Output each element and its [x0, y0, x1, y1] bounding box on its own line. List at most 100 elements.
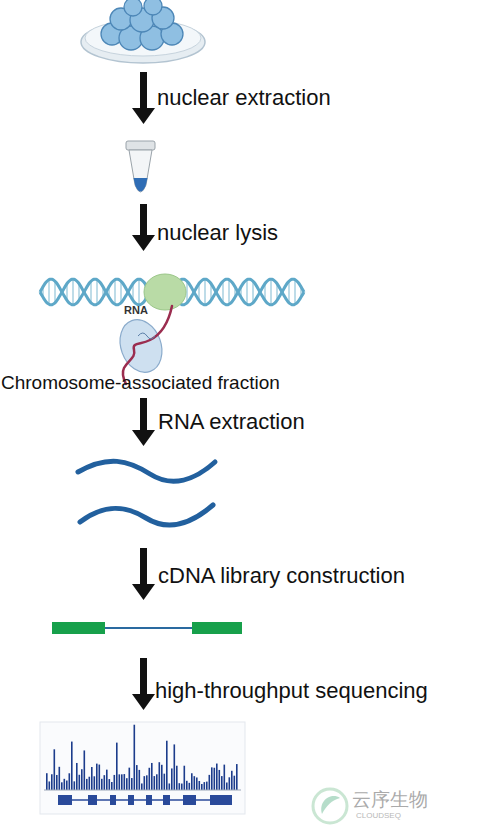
- coverage-bar: [209, 775, 211, 790]
- coverage-bar: [129, 768, 131, 790]
- coverage-bar: [181, 784, 183, 790]
- coverage-bar: [196, 777, 198, 790]
- coverage-bar: [104, 775, 106, 790]
- track-frame: [40, 722, 245, 814]
- coverage-bar: [109, 779, 111, 790]
- tube-body: [129, 150, 152, 192]
- coverage-bar: [176, 766, 178, 790]
- coverage-bar: [59, 767, 61, 790]
- coverage-bar: [66, 781, 68, 790]
- coverage-bar: [54, 749, 56, 790]
- base-pair: [72, 279, 74, 305]
- coverage-bar: [226, 782, 228, 790]
- step-arrow: [132, 398, 155, 446]
- coverage-bar: [151, 763, 153, 790]
- gene-exon: [210, 795, 232, 805]
- step-label: high-throughput sequencing: [155, 680, 428, 702]
- coverage-bar: [101, 779, 103, 790]
- logo-leaf: [321, 796, 340, 814]
- coverage-bar: [169, 783, 171, 790]
- coverage-bar: [51, 774, 53, 790]
- step-arrow: [132, 548, 155, 600]
- base-pair: [246, 280, 248, 305]
- base-pair: [96, 280, 98, 305]
- coverage-bar: [56, 775, 58, 790]
- coverage-bar: [149, 768, 151, 790]
- coverage-bar: [231, 771, 233, 790]
- rnp-squiggle: [138, 333, 155, 339]
- coverage-bar: [146, 775, 148, 790]
- coverage-bar: [99, 765, 101, 790]
- base-pair: [228, 280, 230, 305]
- coverage-bar: [121, 774, 123, 790]
- coverage-bar: [81, 769, 83, 790]
- coverage-bar: [224, 765, 226, 790]
- coverage-bar: [156, 774, 158, 790]
- coverage-bar: [199, 781, 201, 790]
- coverage-bar: [114, 775, 116, 790]
- step-label: RNA extraction: [158, 411, 305, 433]
- base-pair: [270, 279, 272, 305]
- cell: [144, 0, 162, 15]
- step-arrow: [132, 204, 155, 251]
- gene-exon: [88, 795, 97, 805]
- coverage-bar: [171, 768, 173, 790]
- gene-exon: [128, 795, 134, 805]
- coverage-bar: [106, 770, 108, 790]
- watermark: CLOUDSEQ: [356, 812, 401, 820]
- rna-molecule: [80, 505, 213, 525]
- tube-liquid: [134, 178, 148, 192]
- fraction-label: Chromosome-associated fraction: [1, 373, 280, 392]
- coverage-bar: [111, 782, 113, 790]
- coverage-bar: [204, 782, 206, 790]
- base-pair: [252, 281, 254, 303]
- base-pair: [204, 279, 206, 305]
- step-arrow: [132, 72, 155, 124]
- coverage-bar: [214, 768, 216, 790]
- coverage-bar: [49, 781, 51, 790]
- cell: [124, 0, 142, 16]
- coverage-bar: [84, 750, 86, 790]
- step-label: nuclear lysis: [157, 222, 278, 244]
- tube-cap: [126, 141, 155, 150]
- coverage-bar: [91, 767, 93, 790]
- gene-exon: [146, 795, 152, 805]
- coverage-bar: [144, 776, 146, 790]
- base-pair: [114, 280, 116, 305]
- base-pair: [294, 280, 296, 305]
- cdna-segment: [192, 622, 242, 634]
- base-pair: [48, 280, 50, 305]
- logo-ring: [313, 789, 347, 823]
- base-pair: [222, 281, 224, 303]
- coverage-bar: [206, 782, 208, 790]
- molecule-label: RNA: [124, 305, 148, 316]
- coverage-bar: [134, 725, 136, 790]
- coverage-bar: [116, 743, 118, 790]
- base-pair: [90, 281, 92, 303]
- base-pair: [288, 281, 290, 303]
- gene-exon: [183, 795, 196, 805]
- coverage-bar: [189, 783, 191, 790]
- coverage-bar: [211, 767, 213, 790]
- coverage-bar: [119, 774, 121, 790]
- coverage-bar: [74, 781, 76, 790]
- coverage-bar: [96, 764, 98, 790]
- step-label: nuclear extraction: [157, 87, 331, 109]
- coverage-bar: [161, 765, 163, 790]
- coverage-bar: [166, 741, 168, 790]
- coverage-bar: [219, 770, 221, 790]
- coverage-bar: [61, 782, 63, 790]
- base-pair: [138, 279, 140, 305]
- coverage-bar: [126, 778, 128, 790]
- rna-molecule: [78, 461, 215, 481]
- coverage-bar: [154, 776, 156, 790]
- track-baseline: [44, 790, 241, 791]
- coverage-bar: [164, 774, 166, 790]
- coverage-bar: [124, 774, 126, 790]
- coverage-bar: [236, 764, 238, 790]
- coverage-bar: [46, 773, 48, 790]
- step-arrow: [132, 658, 155, 710]
- coverage-bar: [86, 779, 88, 790]
- coverage-bar: [191, 773, 193, 790]
